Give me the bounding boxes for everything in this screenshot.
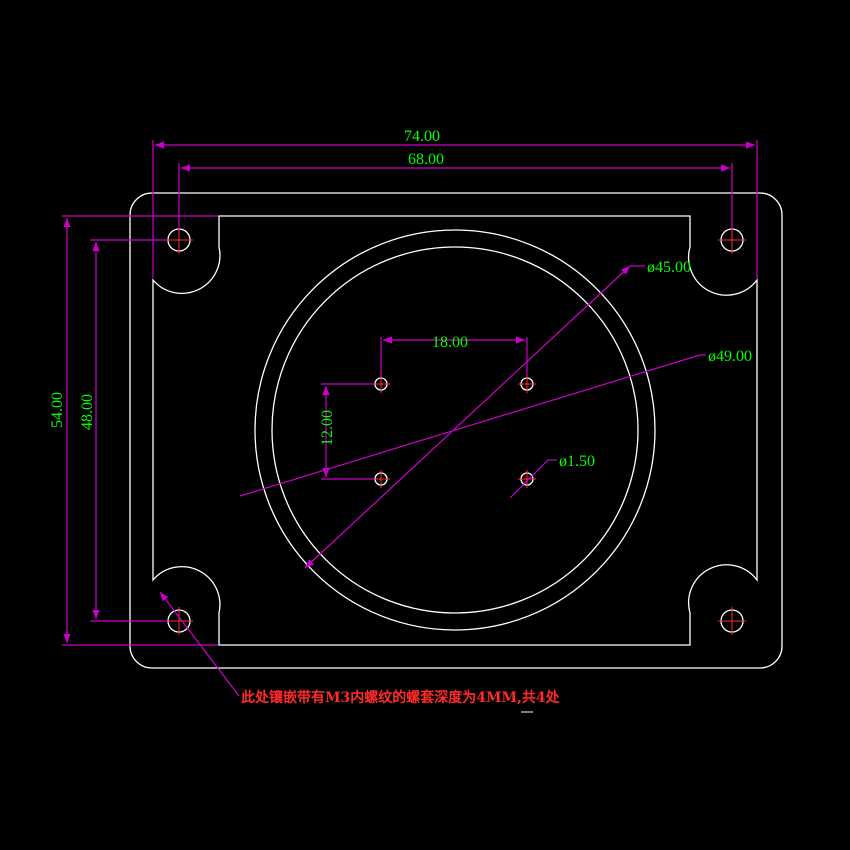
dim-hole-spacing-height: 48.00 <box>79 239 168 622</box>
dim-text-inner-circle-diameter: ø45.00 <box>647 259 691 276</box>
dim-small-hole-spacing-y: 12.00 <box>319 383 374 480</box>
dim-overall-height: 54.00 <box>49 215 218 646</box>
dim-overall-width: 74.00 <box>152 128 758 278</box>
note-text: 此处镶嵌带有M3内螺纹的螺套深度为4MM,共4处 <box>241 689 561 706</box>
dim-text-small-hole-diameter: ø1.50 <box>559 453 595 470</box>
dim-text-overall-height: 54.00 <box>49 392 66 428</box>
dim-small-hole-spacing-x: 18.00 <box>380 334 528 376</box>
dim-text-outer-circle-diameter: ø49.00 <box>708 348 752 365</box>
small-hole-top-right <box>518 375 536 393</box>
small-hole-bottom-left <box>372 470 390 488</box>
plate-inner-recess-outline <box>152 215 758 646</box>
dim-outer-circle-diameter: ø49.00 <box>239 348 752 497</box>
dim-text-small-hole-spacing-x: 18.00 <box>432 334 468 351</box>
dim-small-hole-diameter: ø1.50 <box>509 453 595 499</box>
dim-text-hole-spacing-width: 68.00 <box>408 151 444 168</box>
dim-inner-circle-diameter: ø45.00 <box>304 259 691 569</box>
dim-text-small-hole-spacing-y: 12.00 <box>319 410 336 446</box>
dim-text-hole-spacing-height: 48.00 <box>79 394 96 430</box>
note-leader-line <box>159 591 240 697</box>
outer-circle-49 <box>254 229 656 631</box>
small-hole-bottom-right <box>518 470 536 488</box>
corner-hole-top-right <box>718 226 746 254</box>
small-hole-top-left <box>372 375 390 393</box>
dim-text-overall-width: 74.00 <box>404 128 440 145</box>
plate-outer-outline <box>129 192 783 669</box>
corner-hole-bottom-right <box>718 607 746 635</box>
inner-circle-45 <box>271 246 639 614</box>
corner-hole-top-left <box>165 226 193 254</box>
dim-hole-spacing-width: 68.00 <box>178 151 733 230</box>
